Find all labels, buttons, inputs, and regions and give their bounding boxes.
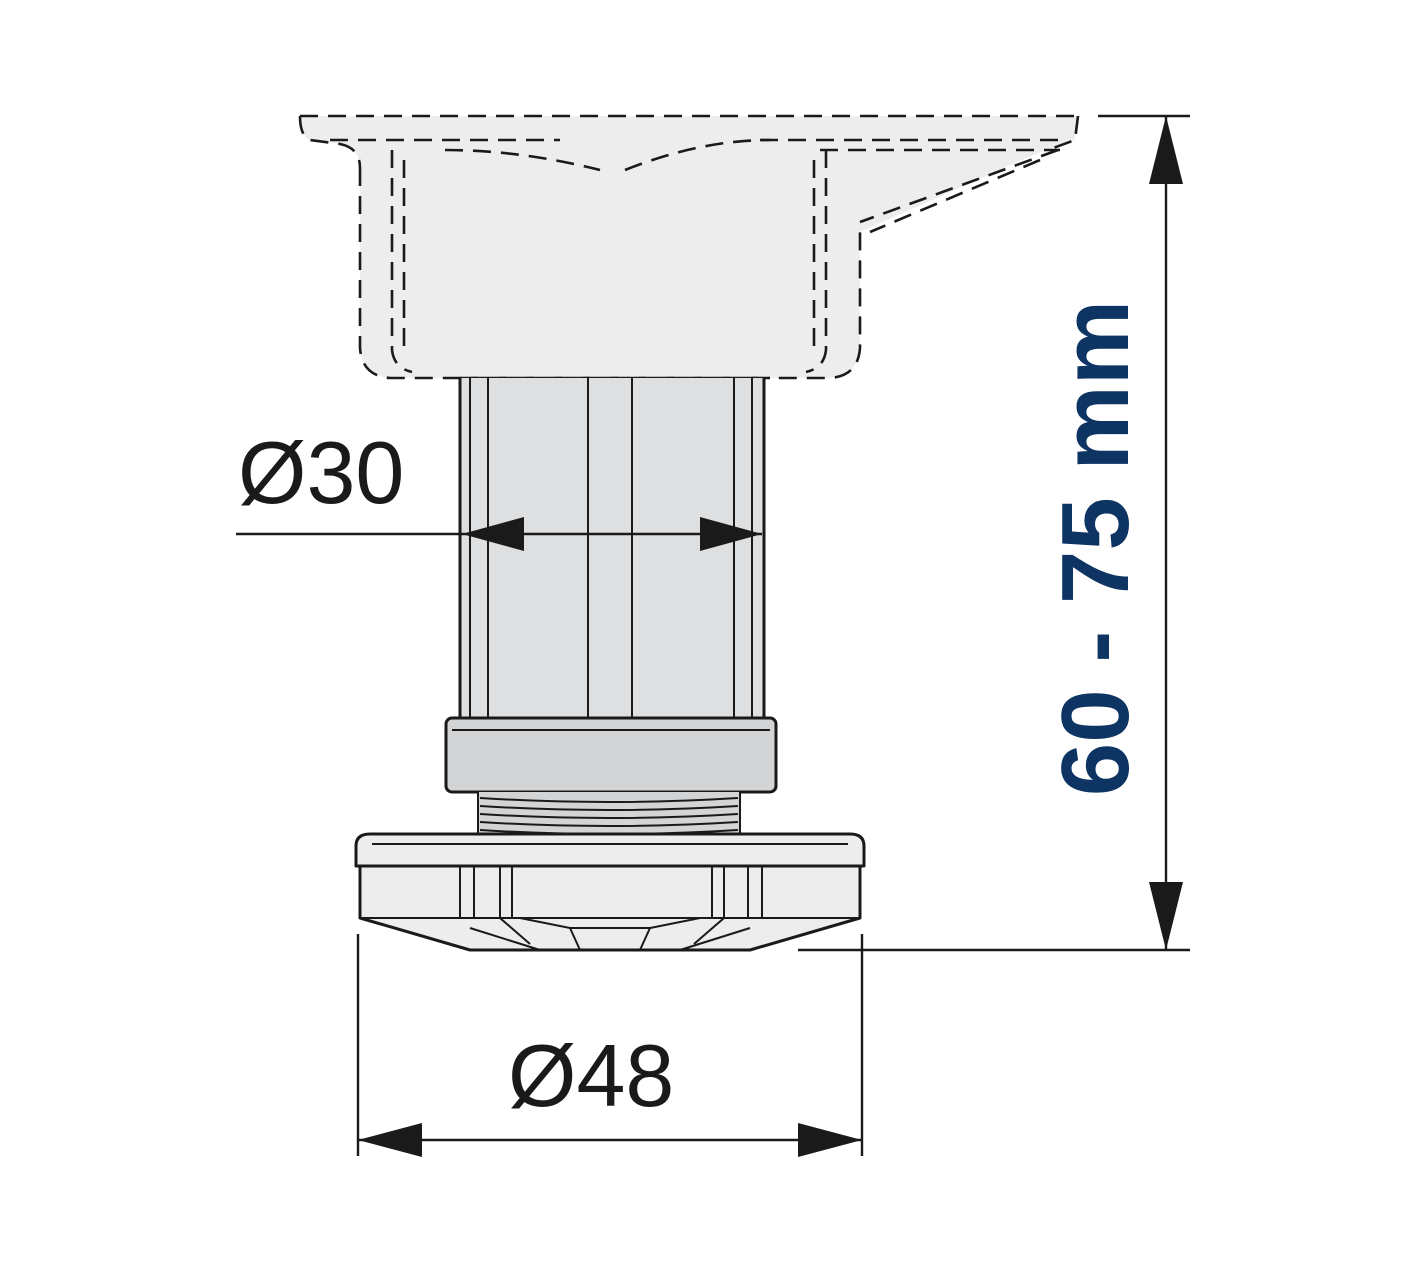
shaft-diameter-label: Ø30 xyxy=(238,423,404,522)
collar-nut xyxy=(444,716,778,794)
base-arrow-right xyxy=(798,1123,862,1157)
shaft-arrow-right xyxy=(700,517,762,551)
base-foot xyxy=(354,832,866,952)
height-dimension: 60 - 75 mm xyxy=(798,114,1190,952)
base-diameter-label: Ø48 xyxy=(508,1026,674,1125)
shaft xyxy=(458,378,766,720)
thread xyxy=(477,792,741,835)
shaft-diameter-dimension: Ø30 xyxy=(236,423,762,551)
mounting-clip xyxy=(298,114,1080,380)
height-arrow-bottom xyxy=(1149,882,1183,950)
height-range-label: 60 - 75 mm xyxy=(1042,300,1149,796)
base-arrow-left xyxy=(358,1123,422,1157)
height-arrow-top xyxy=(1149,116,1183,184)
shaft-arrow-left xyxy=(462,517,524,551)
base-diameter-dimension: Ø48 xyxy=(356,934,864,1157)
